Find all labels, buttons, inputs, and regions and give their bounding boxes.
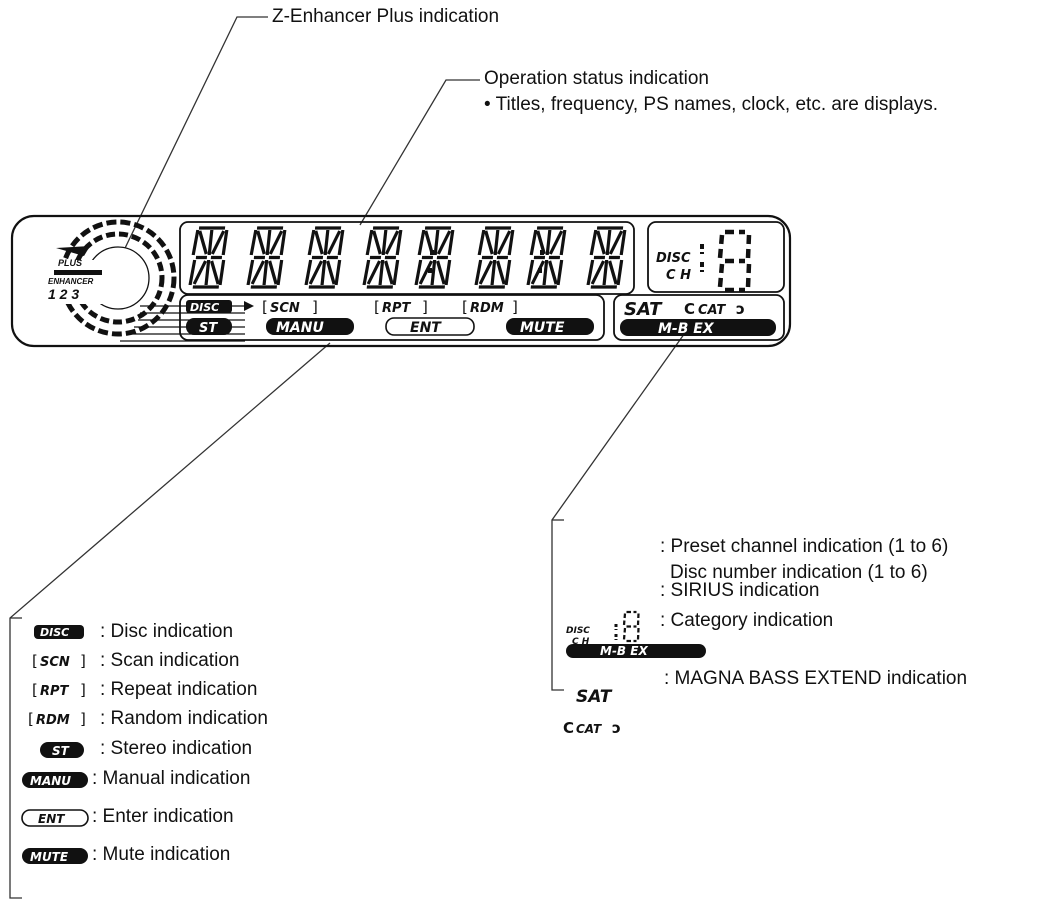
operation-status-callout: Operation status indication (484, 68, 709, 89)
legend-disc-icon: DISC (40, 626, 69, 639)
legend-st-icon: ST (52, 744, 70, 758)
svg-text:ↄ: ↄ (736, 300, 745, 318)
legend-mbex-icon: M-B EX (600, 644, 648, 658)
legend-left-icons: DISC [ SCN ] [ RPT ] [ RDM ] ST MANU ENT… (21, 625, 89, 864)
row-st-indicator: ST (199, 321, 218, 336)
disc-label: DISC (656, 251, 691, 266)
legend-preset-text: : Preset channel indication (1 to 6) (660, 536, 949, 557)
logo-numbers-text: 1 2 3 (48, 286, 79, 302)
mbex-indicator: M-B EX (658, 321, 715, 337)
operation-status-area (179, 221, 635, 295)
svg-text:]: ] (80, 681, 86, 699)
svg-text:]: ] (312, 298, 318, 316)
legend-rpt-icon: RPT (40, 684, 70, 699)
legend-disc-text: : Disc indication (100, 621, 234, 642)
z-enhancer-callout: Z-Enhancer Plus indication (272, 6, 500, 27)
channel-digit (720, 232, 749, 290)
legend-mute-icon: MUTE (30, 850, 69, 864)
ch-label: C H (666, 268, 691, 283)
segment-digits (188, 226, 627, 289)
row-disc-indicator: DISC (190, 301, 219, 314)
row-ent-indicator: ENT (410, 320, 442, 336)
logo-plus-text: PLUS (58, 258, 82, 268)
row-rdm-indicator: RDM (470, 301, 504, 316)
svg-text:[: [ (462, 298, 468, 316)
legend-scn-icon: SCN (40, 655, 70, 670)
legend-sat-text: : SIRIUS indication (660, 580, 820, 601)
row-rpt-indicator: RPT (382, 301, 412, 316)
legend-ch-label: C H (572, 637, 590, 647)
callout-lines (9, 16, 688, 899)
legend-disc-number-text: Disc number indication (1 to 6) (670, 562, 928, 583)
legend-right-icons: DISC C H SAT C CAT ↄ M-B EX (563, 610, 706, 737)
row-manu-indicator: MANU (276, 320, 324, 336)
legend-sat-icon: SAT (576, 687, 613, 707)
legend-rdm-icon: RDM (36, 713, 70, 728)
svg-text:]: ] (80, 710, 86, 728)
logo-enhancer-text: ENHANCER (48, 277, 94, 286)
svg-text:[: [ (28, 710, 34, 728)
operation-status-subtext: • Titles, frequency, PS names, clock, et… (484, 94, 939, 115)
legend-st-text: : Stereo indication (100, 738, 253, 759)
svg-text:ↄ: ↄ (612, 719, 621, 737)
legend-ent-icon: ENT (38, 812, 65, 826)
svg-text:[: [ (32, 652, 38, 670)
sat-indicator: SAT (624, 299, 663, 320)
legend-cat-text: : Category indication (660, 610, 834, 631)
lcd-display-panel: PLUS ENHANCER 1 2 3 DISC [ SCN ] [ RPT (10, 214, 792, 348)
legend-rdm-text: : Random indication (100, 708, 268, 729)
svg-text:[: [ (262, 298, 268, 316)
svg-text:]: ] (512, 298, 518, 316)
legend-disc-label: DISC (566, 626, 590, 636)
legend-mute-text: : Mute indication (92, 844, 231, 865)
svg-text:C: C (563, 719, 574, 737)
row-scn-indicator: SCN (270, 301, 300, 316)
svg-text:]: ] (422, 298, 428, 316)
legend-manu-icon: MANU (30, 774, 71, 788)
legend-mbex-text: : MAGNA BASS EXTEND indication (664, 668, 968, 689)
cat-indicator: CAT (698, 303, 726, 318)
legend-ent-text: : Enter indication (92, 806, 234, 827)
legend-rpt-text: : Repeat indication (100, 679, 258, 700)
legend-scn-text: : Scan indication (100, 650, 240, 671)
svg-text:C: C (684, 300, 695, 318)
svg-text:]: ] (80, 652, 86, 670)
svg-text:[: [ (374, 298, 380, 316)
svg-text:[: [ (32, 681, 38, 699)
row-mute-indicator: MUTE (520, 320, 565, 336)
legend-cat-icon: CAT (576, 722, 602, 736)
indicator-area (179, 294, 605, 341)
legend-manu-text: : Manual indication (92, 768, 251, 789)
